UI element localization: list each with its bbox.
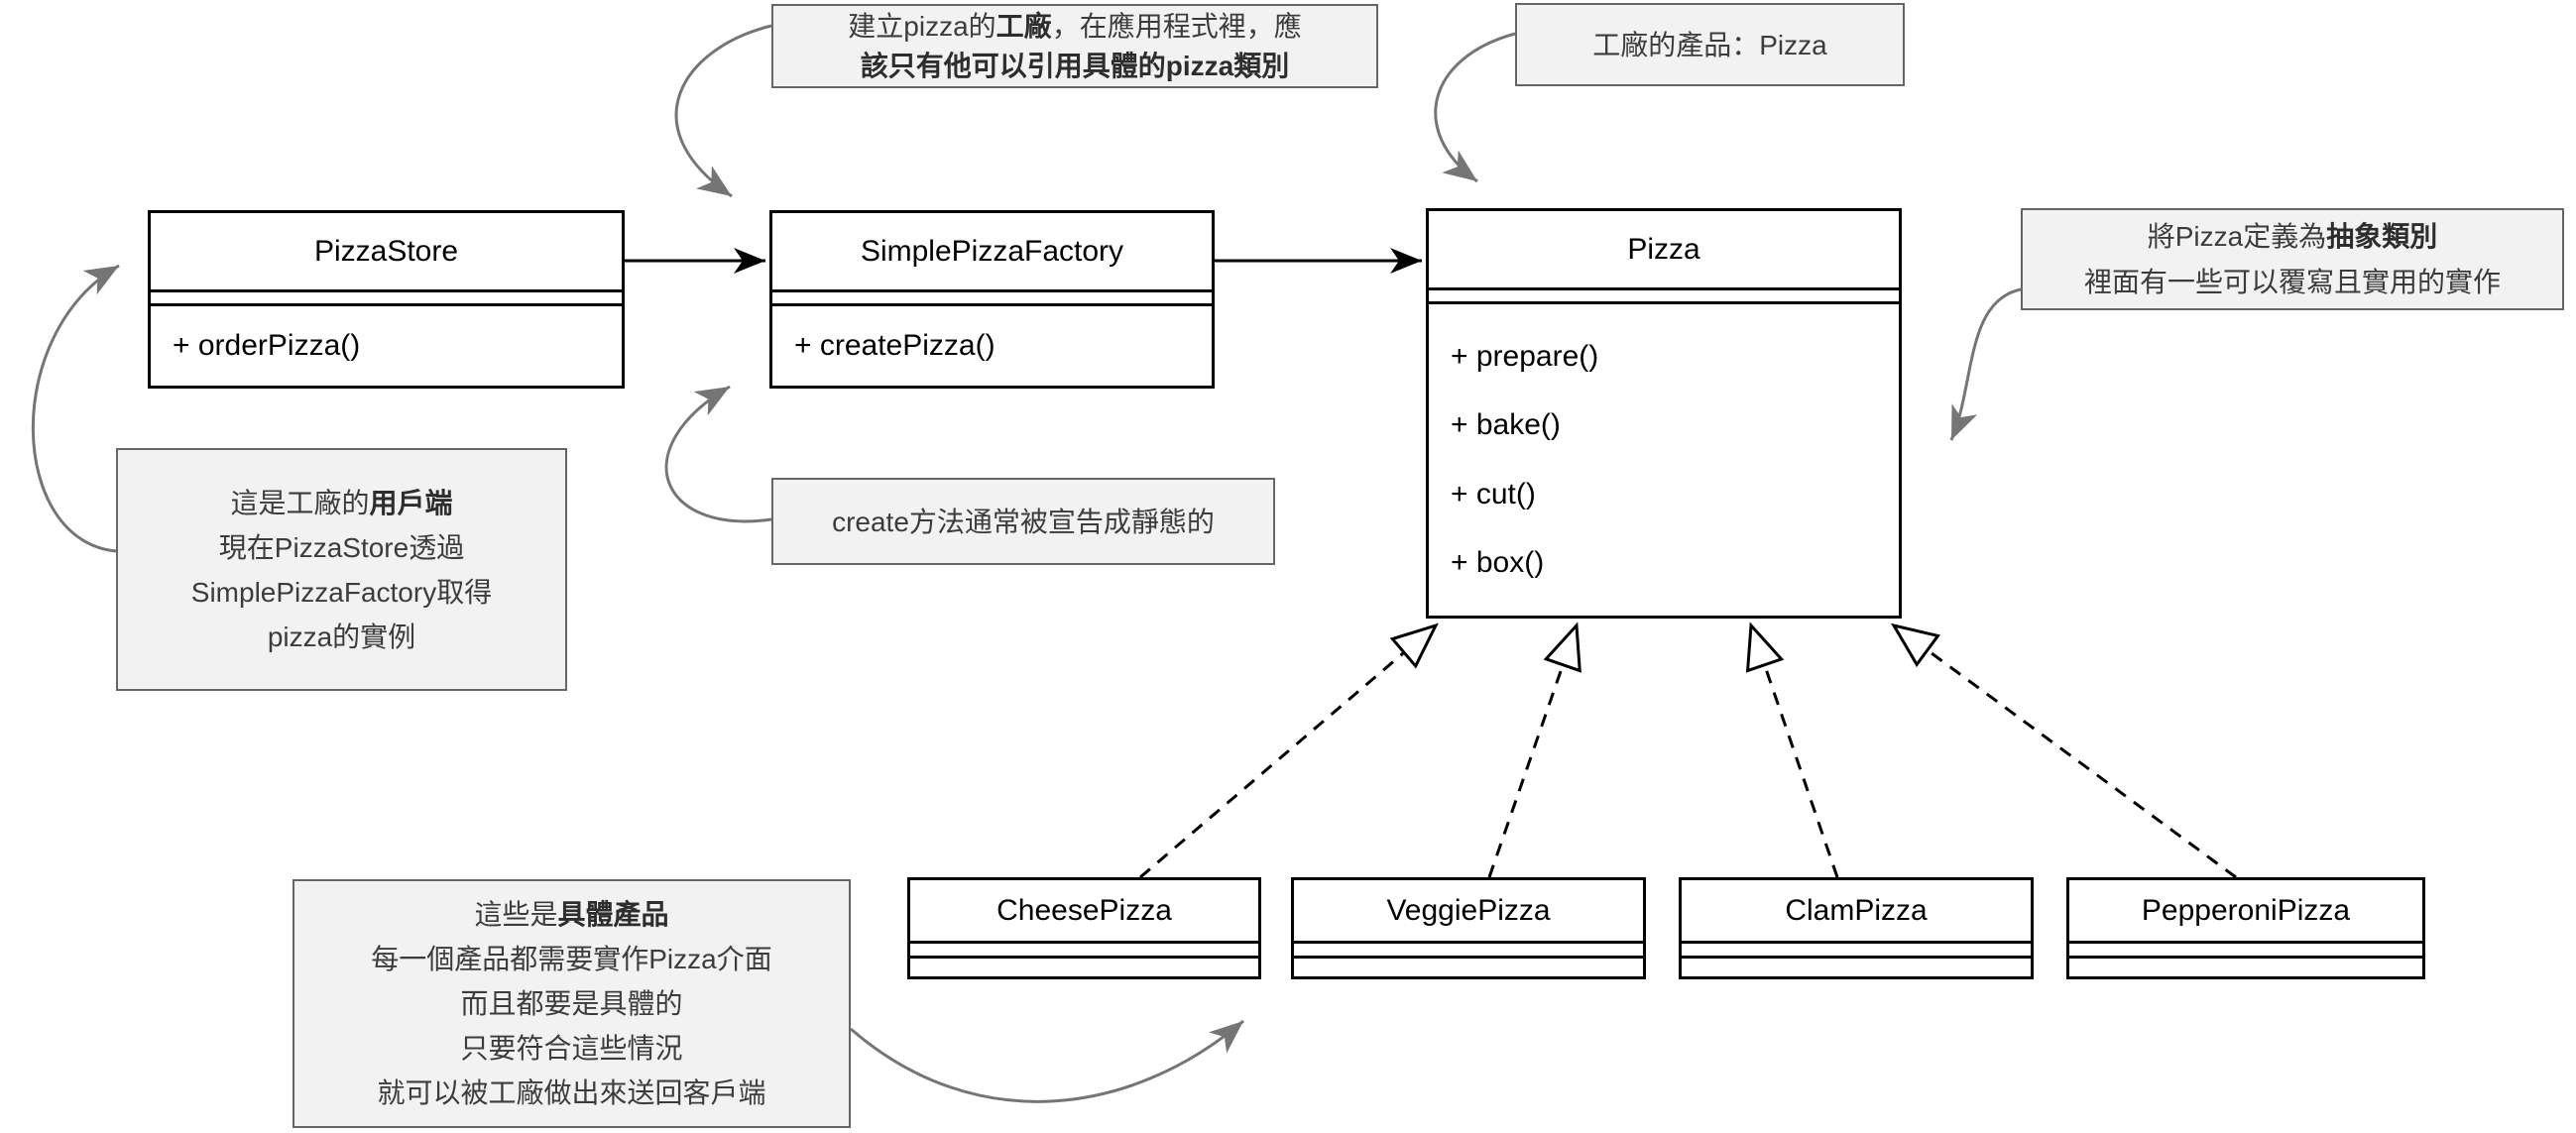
class-cheesepizza: CheesePizza [907,877,1261,979]
class-simplepizzafactory: SimplePizzaFactory + createPizza() [769,210,1215,389]
method-orderpizza: + orderPizza() [173,329,361,362]
class-pepperonipizza: PepperoniPizza [2066,877,2425,979]
class-pizzastore-name: PizzaStore [151,213,622,292]
class-cheesepizza-methods [910,959,1258,976]
method-box: + box() [1451,546,1545,580]
class-pepperonipizza-methods [2069,959,2422,976]
annotation-arrow-product-note [1434,32,1516,183]
class-pizza-name: Pizza [1429,211,1899,290]
note-pizza-abstract-class: 將Pizza定義為抽象類別裡面有一些可以覆寫且實用的實作 [2021,208,2564,310]
note-factory-product: 工廠的產品：Pizza [1515,3,1905,86]
class-pepperonipizza-name: PepperoniPizza [2069,880,2422,944]
method-cut: + cut() [1451,477,1536,510]
note-concrete-products: 這些是具體產品每一個產品都需要實作Pizza介面而且都要是具體的只要符合這些情況… [293,879,851,1128]
class-simplepizzafactory-attributes [772,292,1212,306]
realization-cheesepizza-pizza [1139,623,1439,879]
annotation-arrow-factory-note [674,24,772,198]
annotation-arrow-create-note [664,385,772,523]
method-prepare: + prepare() [1451,339,1599,373]
note-factory-description: 建立pizza的工廠，在應用程式裡，應該只有他可以引用具體的pizza類別 [771,4,1378,88]
class-pizza-methods: + prepare() + bake() + cut() + box() [1429,304,1899,616]
class-clampizza-name: ClamPizza [1682,880,2031,944]
realization-pepperonipizza-pizza [1890,623,2237,879]
class-clampizza: ClamPizza [1679,877,2034,979]
realization-clampizza-pizza [1745,622,1839,878]
annotation-arrow-abstract-note [1949,287,2022,441]
class-pizza: Pizza + prepare() + bake() + cut() + box… [1426,208,1902,619]
class-simplepizzafactory-methods: + createPizza() [772,306,1212,386]
class-pizzastore-methods: + orderPizza() [151,306,622,386]
realization-veggiepizza-pizza [1487,622,1581,878]
class-clampizza-attributes [1682,944,2031,959]
class-pepperonipizza-attributes [2069,944,2422,959]
class-pizza-attributes [1429,290,1899,304]
annotation-arrow-products-note [850,1019,1244,1103]
note-create-static: create方法通常被宣告成靜態的 [771,478,1275,565]
method-bake: + bake() [1451,408,1561,442]
class-cheesepizza-attributes [910,944,1258,959]
method-createpizza: + createPizza() [794,329,995,362]
class-pizzastore-attributes [151,292,622,306]
class-simplepizzafactory-name: SimplePizzaFactory [772,213,1212,292]
class-veggiepizza-attributes [1294,944,1643,959]
class-veggiepizza-methods [1294,959,1643,976]
class-clampizza-methods [1682,959,2031,976]
class-pizzastore: PizzaStore + orderPizza() [148,210,625,389]
annotation-arrow-client-note [31,264,120,553]
class-veggiepizza-name: VeggiePizza [1294,880,1643,944]
class-veggiepizza: VeggiePizza [1291,877,1646,979]
class-cheesepizza-name: CheesePizza [910,880,1258,944]
